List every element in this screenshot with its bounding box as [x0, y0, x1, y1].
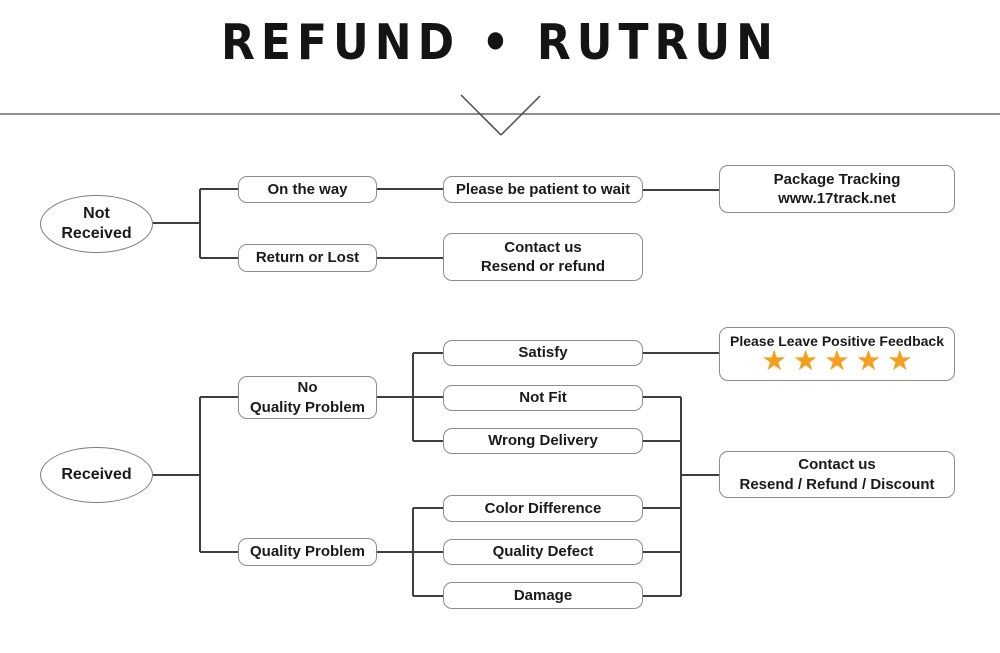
node-contact-us-resend-refund-discount: Contact us Resend / Refund / Discount	[719, 451, 955, 498]
node-package-tracking: Package Tracking www.17track.net	[719, 165, 955, 213]
star-rating-icon: ★★★★★	[762, 346, 921, 375]
chevron-down-icon	[460, 94, 541, 136]
node-please-be-patient: Please be patient to wait	[443, 176, 643, 203]
node-positive-feedback: Please Leave Positive Feedback ★★★★★	[719, 327, 955, 381]
positive-feedback-label: Please Leave Positive Feedback	[729, 333, 944, 350]
node-color-difference: Color Difference	[443, 495, 643, 522]
node-satisfy: Satisfy	[443, 340, 643, 366]
node-return-or-lost: Return or Lost	[238, 244, 377, 272]
node-not-fit: Not Fit	[443, 385, 643, 411]
node-quality-defect: Quality Defect	[443, 539, 643, 565]
node-wrong-delivery: Wrong Delivery	[443, 428, 643, 454]
received-connectors	[153, 352, 719, 597]
page-title: REFUND • RUTRUN	[221, 14, 779, 72]
node-quality-problem: Quality Problem	[238, 538, 377, 566]
node-no-quality-problem: No Quality Problem	[238, 376, 377, 419]
node-contact-us-resend-refund: Contact us Resend or refund	[443, 233, 643, 281]
node-not-received: Not Received	[40, 195, 153, 253]
not-received-connectors	[153, 188, 719, 259]
node-damage: Damage	[443, 582, 643, 609]
node-on-the-way: On the way	[238, 176, 377, 203]
node-received: Received	[40, 447, 153, 503]
